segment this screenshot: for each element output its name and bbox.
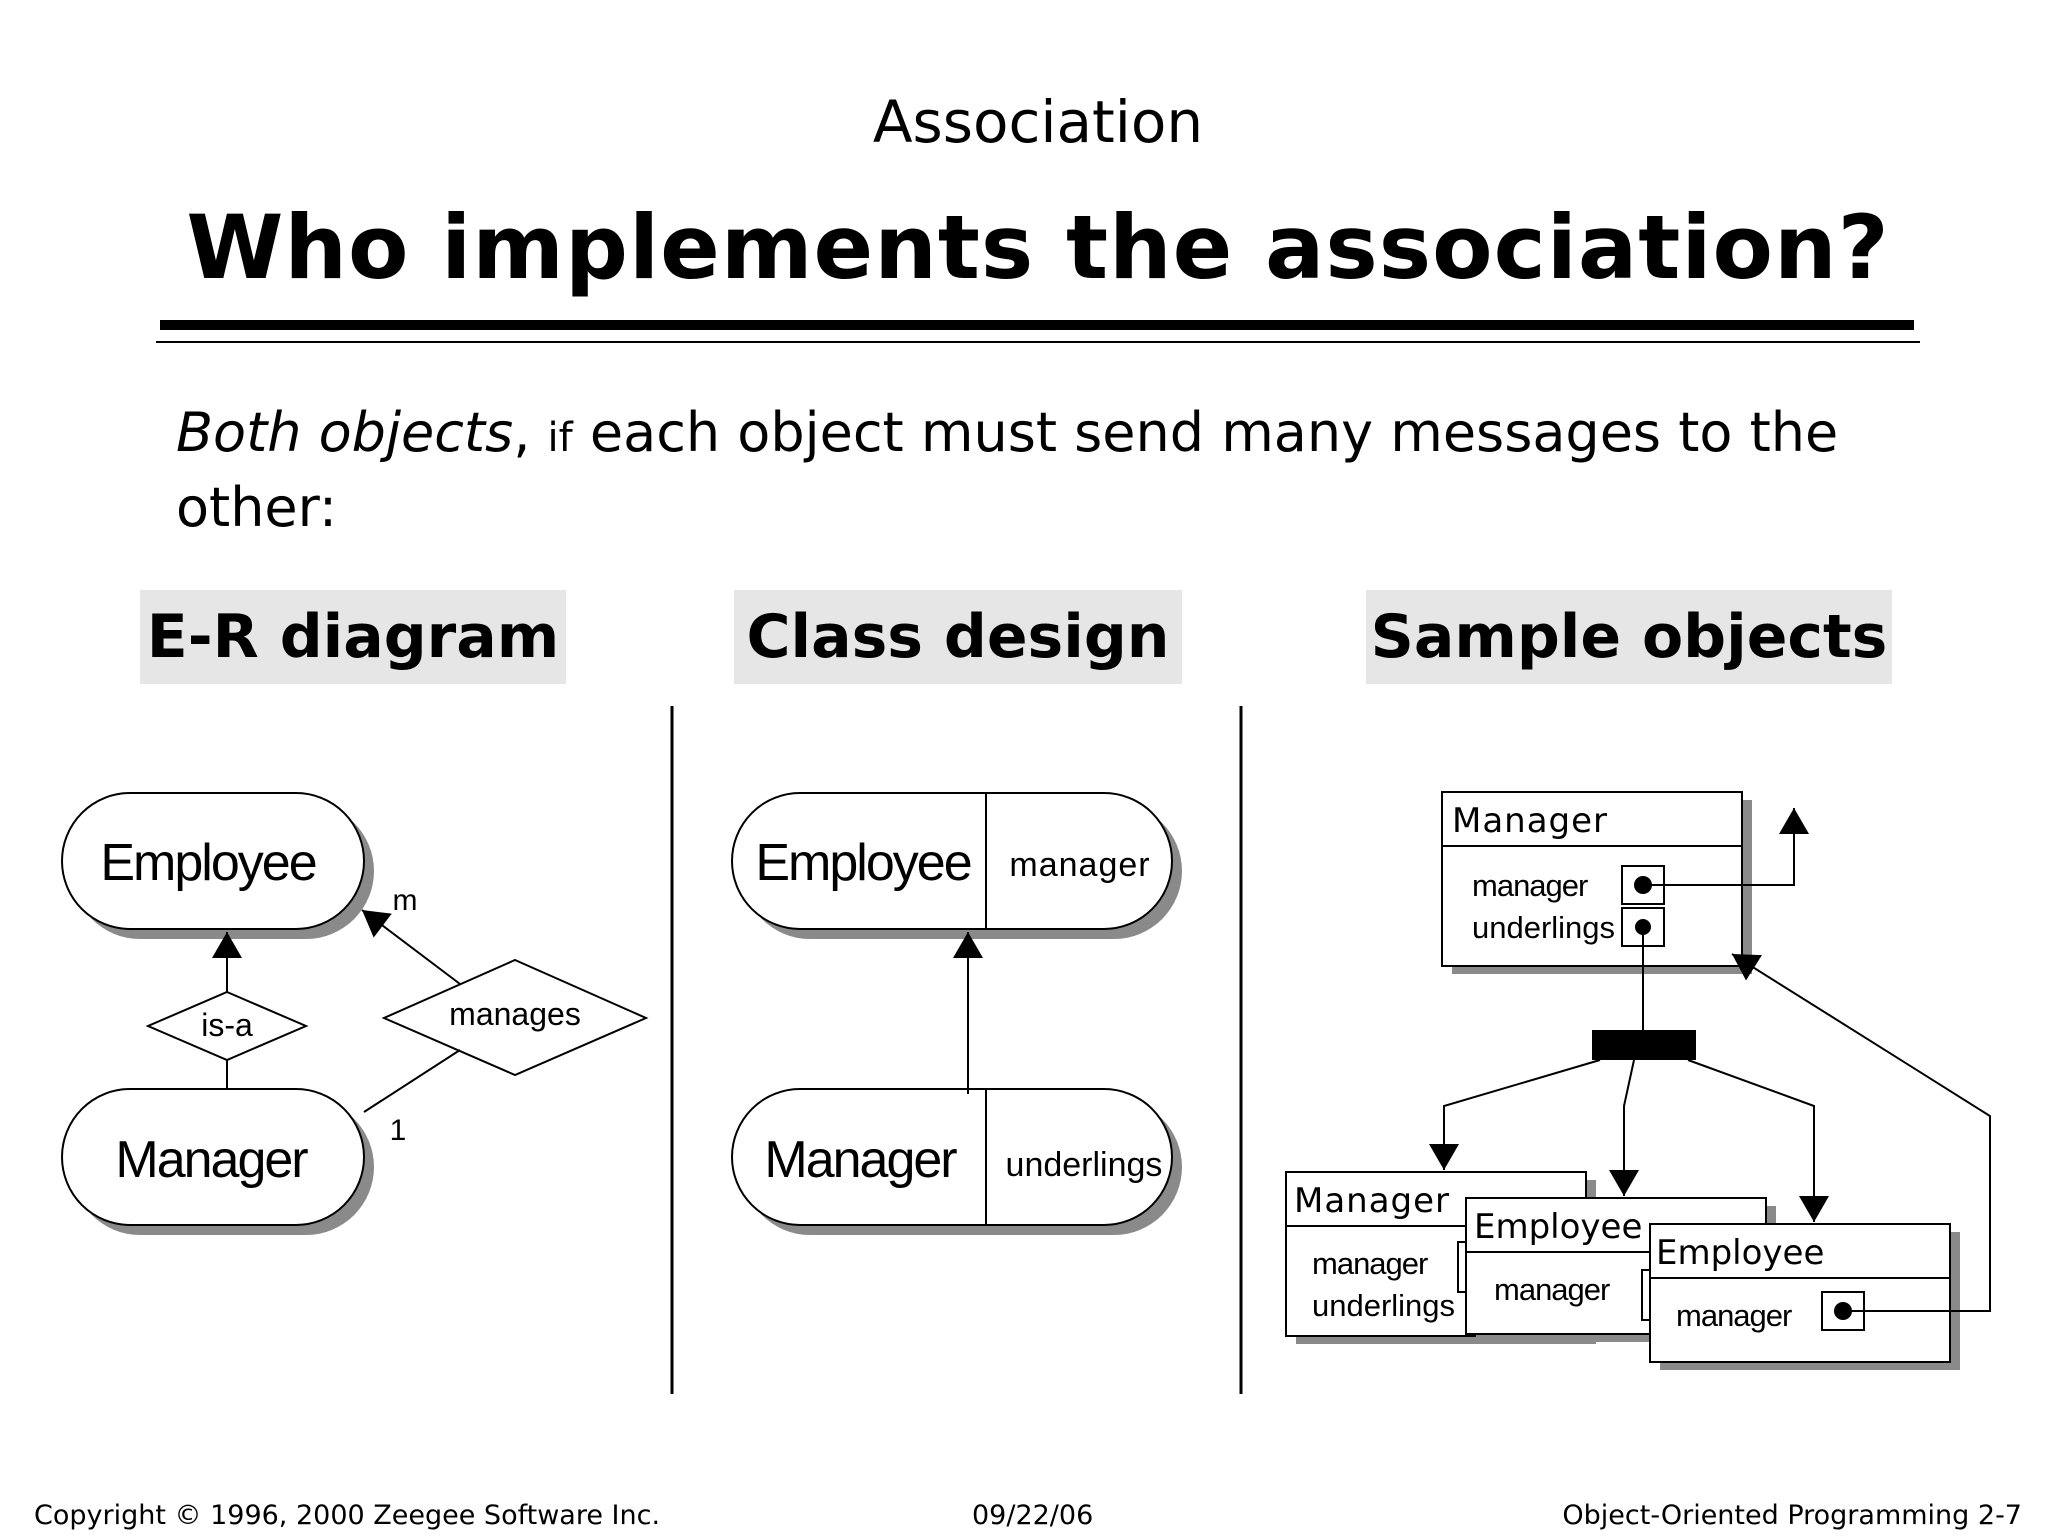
- obj-employee-2: Employee manager: [1641, 1223, 1960, 1370]
- obj-top-manager: Manager manager underlings: [1441, 791, 1752, 974]
- er-manager-entity: Manager: [61, 1088, 374, 1235]
- body-rest: each object must send many messages to t…: [176, 401, 1839, 539]
- obj-manager-title: Manager: [1294, 1181, 1450, 1221]
- obj-manager-field1: manager: [1312, 1246, 1428, 1281]
- body-text: Both objects, if each object must send m…: [176, 398, 1896, 543]
- obj-collection-link-3: [1687, 1059, 1829, 1222]
- obj-underlings-collection: [1592, 1030, 1696, 1060]
- er-manager-label: Manager: [115, 1131, 308, 1189]
- class-manager-label: Manager: [764, 1131, 957, 1189]
- panel-heading-er: E-R diagram: [140, 590, 566, 684]
- footer-copyright: Copyright © 1996, 2000 Zeegee Software I…: [34, 1500, 661, 1531]
- body-comma: ,: [513, 401, 531, 464]
- obj-manager-field2: underlings: [1312, 1288, 1455, 1323]
- er-mult-m: m: [393, 884, 418, 917]
- panel-heading-class: Class design: [734, 590, 1182, 684]
- er-manages-diamond: [381, 958, 649, 1077]
- obj-top-manager-pointer: [1643, 808, 1809, 886]
- section-label: Association: [872, 88, 1204, 156]
- footer-page: Object-Oriented Programming 2-7: [1562, 1500, 2022, 1531]
- er-employee-label: Employee: [100, 834, 315, 892]
- class-manager-attr: underlings: [1006, 1146, 1163, 1184]
- obj-top-manager-field1: manager: [1472, 868, 1588, 903]
- obj-employee-2-field1: manager: [1676, 1298, 1792, 1333]
- er-mult-1: 1: [390, 1114, 407, 1147]
- page-title: Who implements the association?: [186, 196, 1890, 299]
- obj-employee-1-field1: manager: [1494, 1272, 1610, 1307]
- obj-collection-link-2: [1609, 1059, 1639, 1196]
- class-employee: Employee manager: [731, 792, 1182, 939]
- er-isa-diamond: [145, 990, 309, 1062]
- er-employee-entity: Employee: [61, 792, 374, 939]
- er-manages-link: [363, 1049, 461, 1113]
- class-employee-attr: manager: [1009, 846, 1150, 884]
- title-rule-thin: [156, 341, 1920, 343]
- er-isa-label: is-a: [201, 1007, 253, 1043]
- obj-top-manager-field2: underlings: [1472, 910, 1615, 945]
- obj-employee-manager-pointer: [1731, 953, 1991, 1312]
- obj-collection-link-1: [1429, 1059, 1601, 1170]
- obj-top-manager-title: Manager: [1452, 801, 1608, 841]
- panel-heading-sample: Sample objects: [1366, 590, 1892, 684]
- class-manager: Manager underlings: [731, 1088, 1182, 1235]
- body-small-word: if: [547, 415, 573, 461]
- footer-date: 09/22/06: [972, 1500, 1094, 1531]
- obj-employee-2-title: Employee: [1656, 1233, 1824, 1273]
- er-manages-label: manages: [449, 996, 581, 1032]
- er-manages-arrow: [361, 909, 461, 985]
- class-employee-label: Employee: [755, 834, 970, 892]
- obj-employee-1-title: Employee: [1474, 1207, 1642, 1247]
- body-emphasis: Both objects: [176, 401, 514, 464]
- title-rule-thick: [160, 320, 1914, 330]
